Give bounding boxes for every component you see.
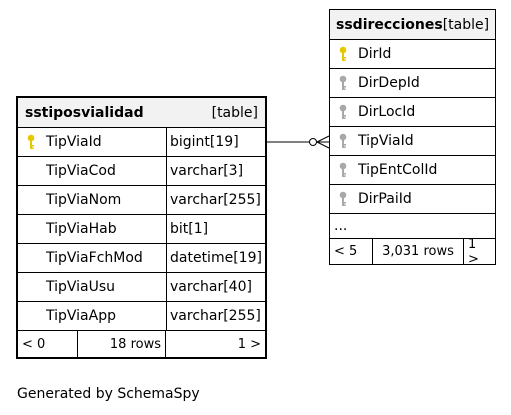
parents-link[interactable]: < 5: [334, 244, 358, 259]
column-name-text: TipEntColId: [358, 162, 438, 178]
row-count: 18 rows: [77, 331, 165, 357]
table-header: sstiposvialidad [table]: [18, 98, 265, 128]
column-row-tipviahab[interactable]: TipViaHab bit[1]: [18, 215, 265, 244]
table-footer: < 0 18 rows 1 >: [18, 331, 265, 357]
column-name-text: TipViaUsu: [46, 279, 116, 295]
column-row-tipviaid[interactable]: TipViaId bigint[19]: [18, 128, 265, 157]
generated-by-credit: Generated by SchemaSpy: [17, 386, 200, 402]
column-name: TipViaNom: [18, 186, 166, 214]
column-name: TipEntColId: [330, 156, 495, 184]
column-type: varchar[40]: [166, 273, 265, 301]
more-columns: ...: [330, 214, 495, 239]
column-name-text: TipViaCod: [46, 163, 116, 179]
table-kind: [table]: [442, 16, 490, 33]
foreign-key-icon: [339, 191, 347, 207]
zero-marker: [309, 138, 317, 146]
column-row-tipviafchmod[interactable]: TipViaFchMod datetime[19]: [18, 244, 265, 273]
column-name: DirLocId: [330, 98, 495, 126]
column-type: bigint[19]: [166, 128, 265, 156]
column-type: datetime[19]: [166, 244, 265, 272]
column-row-tipviacod[interactable]: TipViaCod varchar[3]: [18, 157, 265, 186]
foreign-key-icon: [339, 162, 347, 178]
column-name: DirDepId: [330, 69, 495, 97]
table-name: sstiposvialidad: [25, 104, 144, 121]
primary-key-icon: [339, 46, 347, 62]
more-ellipsis: ...: [334, 218, 348, 234]
primary-key-icon: [27, 134, 35, 150]
column-row-dirpaiid[interactable]: DirPaiId: [330, 185, 495, 214]
table-name: ssdirecciones: [336, 16, 443, 33]
column-name-text: TipViaHab: [46, 221, 117, 237]
column-name-text: TipViaFchMod: [46, 250, 143, 266]
column-row-dirid[interactable]: DirId: [330, 40, 495, 69]
column-name: TipViaApp: [18, 302, 166, 330]
column-row-dirdepid[interactable]: DirDepId: [330, 69, 495, 98]
column-row-tipviausu[interactable]: TipViaUsu varchar[40]: [18, 273, 265, 302]
table-header: ssdirecciones [table]: [330, 10, 495, 40]
column-name: DirPaiId: [330, 185, 495, 213]
parents-link[interactable]: < 0: [22, 336, 46, 352]
column-name-text: TipViaNom: [46, 192, 122, 208]
children-link[interactable]: 1 >: [165, 331, 265, 357]
crow-foot-top: [316, 135, 330, 143]
column-row-tipvianom[interactable]: TipViaNom varchar[255]: [18, 186, 265, 215]
foreign-key-icon: [339, 133, 347, 149]
column-name-text: TipViaId: [46, 134, 102, 150]
column-type: varchar[3]: [166, 157, 265, 185]
column-name: TipViaId: [18, 128, 166, 156]
column-type: varchar[255]: [166, 186, 265, 214]
column-type: bit[1]: [166, 215, 265, 243]
children-link[interactable]: 1 >: [463, 237, 495, 267]
column-name: DirId: [330, 40, 495, 68]
column-name: TipViaId: [330, 127, 495, 155]
column-type: varchar[255]: [166, 302, 265, 330]
table-kind: [table]: [211, 104, 258, 121]
column-name-text: DirPaiId: [358, 191, 412, 207]
column-row-tipviaid[interactable]: TipViaId: [330, 127, 495, 156]
foreign-key-icon: [339, 75, 347, 91]
foreign-key-icon: [339, 104, 347, 120]
column-name-text: DirLocId: [358, 104, 416, 120]
column-name-text: DirId: [358, 46, 392, 62]
column-row-dirlocid[interactable]: DirLocId: [330, 98, 495, 127]
column-name-text: TipViaApp: [46, 308, 116, 324]
column-name-text: TipViaId: [358, 133, 414, 149]
column-name-text: DirDepId: [358, 75, 420, 91]
column-row-tipentcolid[interactable]: TipEntColId: [330, 156, 495, 185]
crow-foot-bottom: [316, 141, 330, 149]
column-name: TipViaHab: [18, 215, 166, 243]
column-name: TipViaFchMod: [18, 244, 166, 272]
column-name: TipViaUsu: [18, 273, 166, 301]
column-row-tipviaapp[interactable]: TipViaApp varchar[255]: [18, 302, 265, 331]
table-footer: < 5 3,031 rows 1 >: [330, 237, 495, 267]
table-sstiposvialidad[interactable]: sstiposvialidad [table] TipViaId bigint[1…: [16, 96, 267, 359]
column-name: TipViaCod: [18, 157, 166, 185]
row-count: 3,031 rows: [372, 239, 463, 264]
